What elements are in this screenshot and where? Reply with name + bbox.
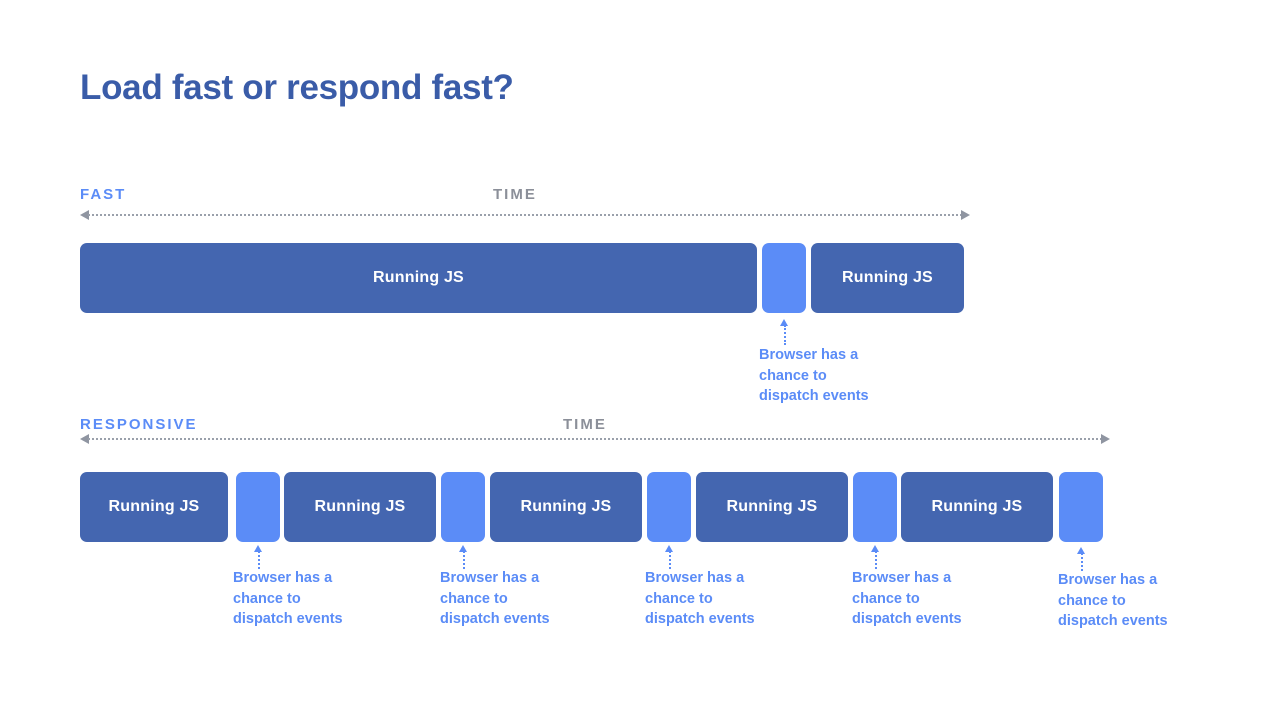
- block-browser-gap[interactable]: [853, 472, 897, 542]
- callout-arrow-up-icon: [253, 545, 264, 569]
- callout-text: Browser has a chance to dispatch events: [759, 347, 869, 404]
- block-running-js[interactable]: Running JS: [80, 472, 228, 542]
- axis-dotted-line: [88, 438, 1102, 440]
- callout-text: Browser has a chance to dispatch events: [233, 570, 343, 627]
- timeline-fast-axis: [80, 210, 970, 221]
- block-browser-gap[interactable]: [441, 472, 485, 542]
- axis-arrow-right-icon: [1101, 434, 1110, 444]
- block-running-js[interactable]: Running JS: [490, 472, 642, 542]
- axis-dotted-line: [88, 214, 962, 216]
- callout-arrow-up-icon: [1076, 547, 1087, 571]
- callout-arrow-up-icon: [458, 545, 469, 569]
- block-running-js[interactable]: Running JS: [284, 472, 436, 542]
- page-title: Load fast or respond fast?: [80, 68, 514, 107]
- callout-arrow-up-icon: [664, 545, 675, 569]
- block-running-js[interactable]: Running JS: [811, 243, 964, 313]
- callout-text: Browser has a chance to dispatch events: [1058, 572, 1168, 629]
- callout-text: Browser has a chance to dispatch events: [645, 570, 755, 627]
- timeline-fast-time-label: TIME: [493, 186, 537, 203]
- timeline-responsive-time-label: TIME: [563, 416, 607, 433]
- callout-text: Browser has a chance to dispatch events: [440, 570, 550, 627]
- block-running-js[interactable]: Running JS: [901, 472, 1053, 542]
- axis-arrow-left-icon: [80, 434, 89, 444]
- block-browser-gap[interactable]: [647, 472, 691, 542]
- callout-arrow-up-icon: [779, 319, 790, 345]
- block-running-js[interactable]: Running JS: [696, 472, 848, 542]
- timeline-responsive-label: RESPONSIVE: [80, 416, 198, 433]
- callout-arrow-up-icon: [870, 545, 881, 569]
- axis-arrow-left-icon: [80, 210, 89, 220]
- axis-arrow-right-icon: [961, 210, 970, 220]
- timeline-responsive-axis: [80, 434, 1110, 445]
- timeline-fast-label: FAST: [80, 186, 127, 203]
- block-browser-gap[interactable]: [1059, 472, 1103, 542]
- block-browser-gap[interactable]: [762, 243, 806, 313]
- block-running-js[interactable]: Running JS: [80, 243, 757, 313]
- block-browser-gap[interactable]: [236, 472, 280, 542]
- callout-text: Browser has a chance to dispatch events: [852, 570, 962, 627]
